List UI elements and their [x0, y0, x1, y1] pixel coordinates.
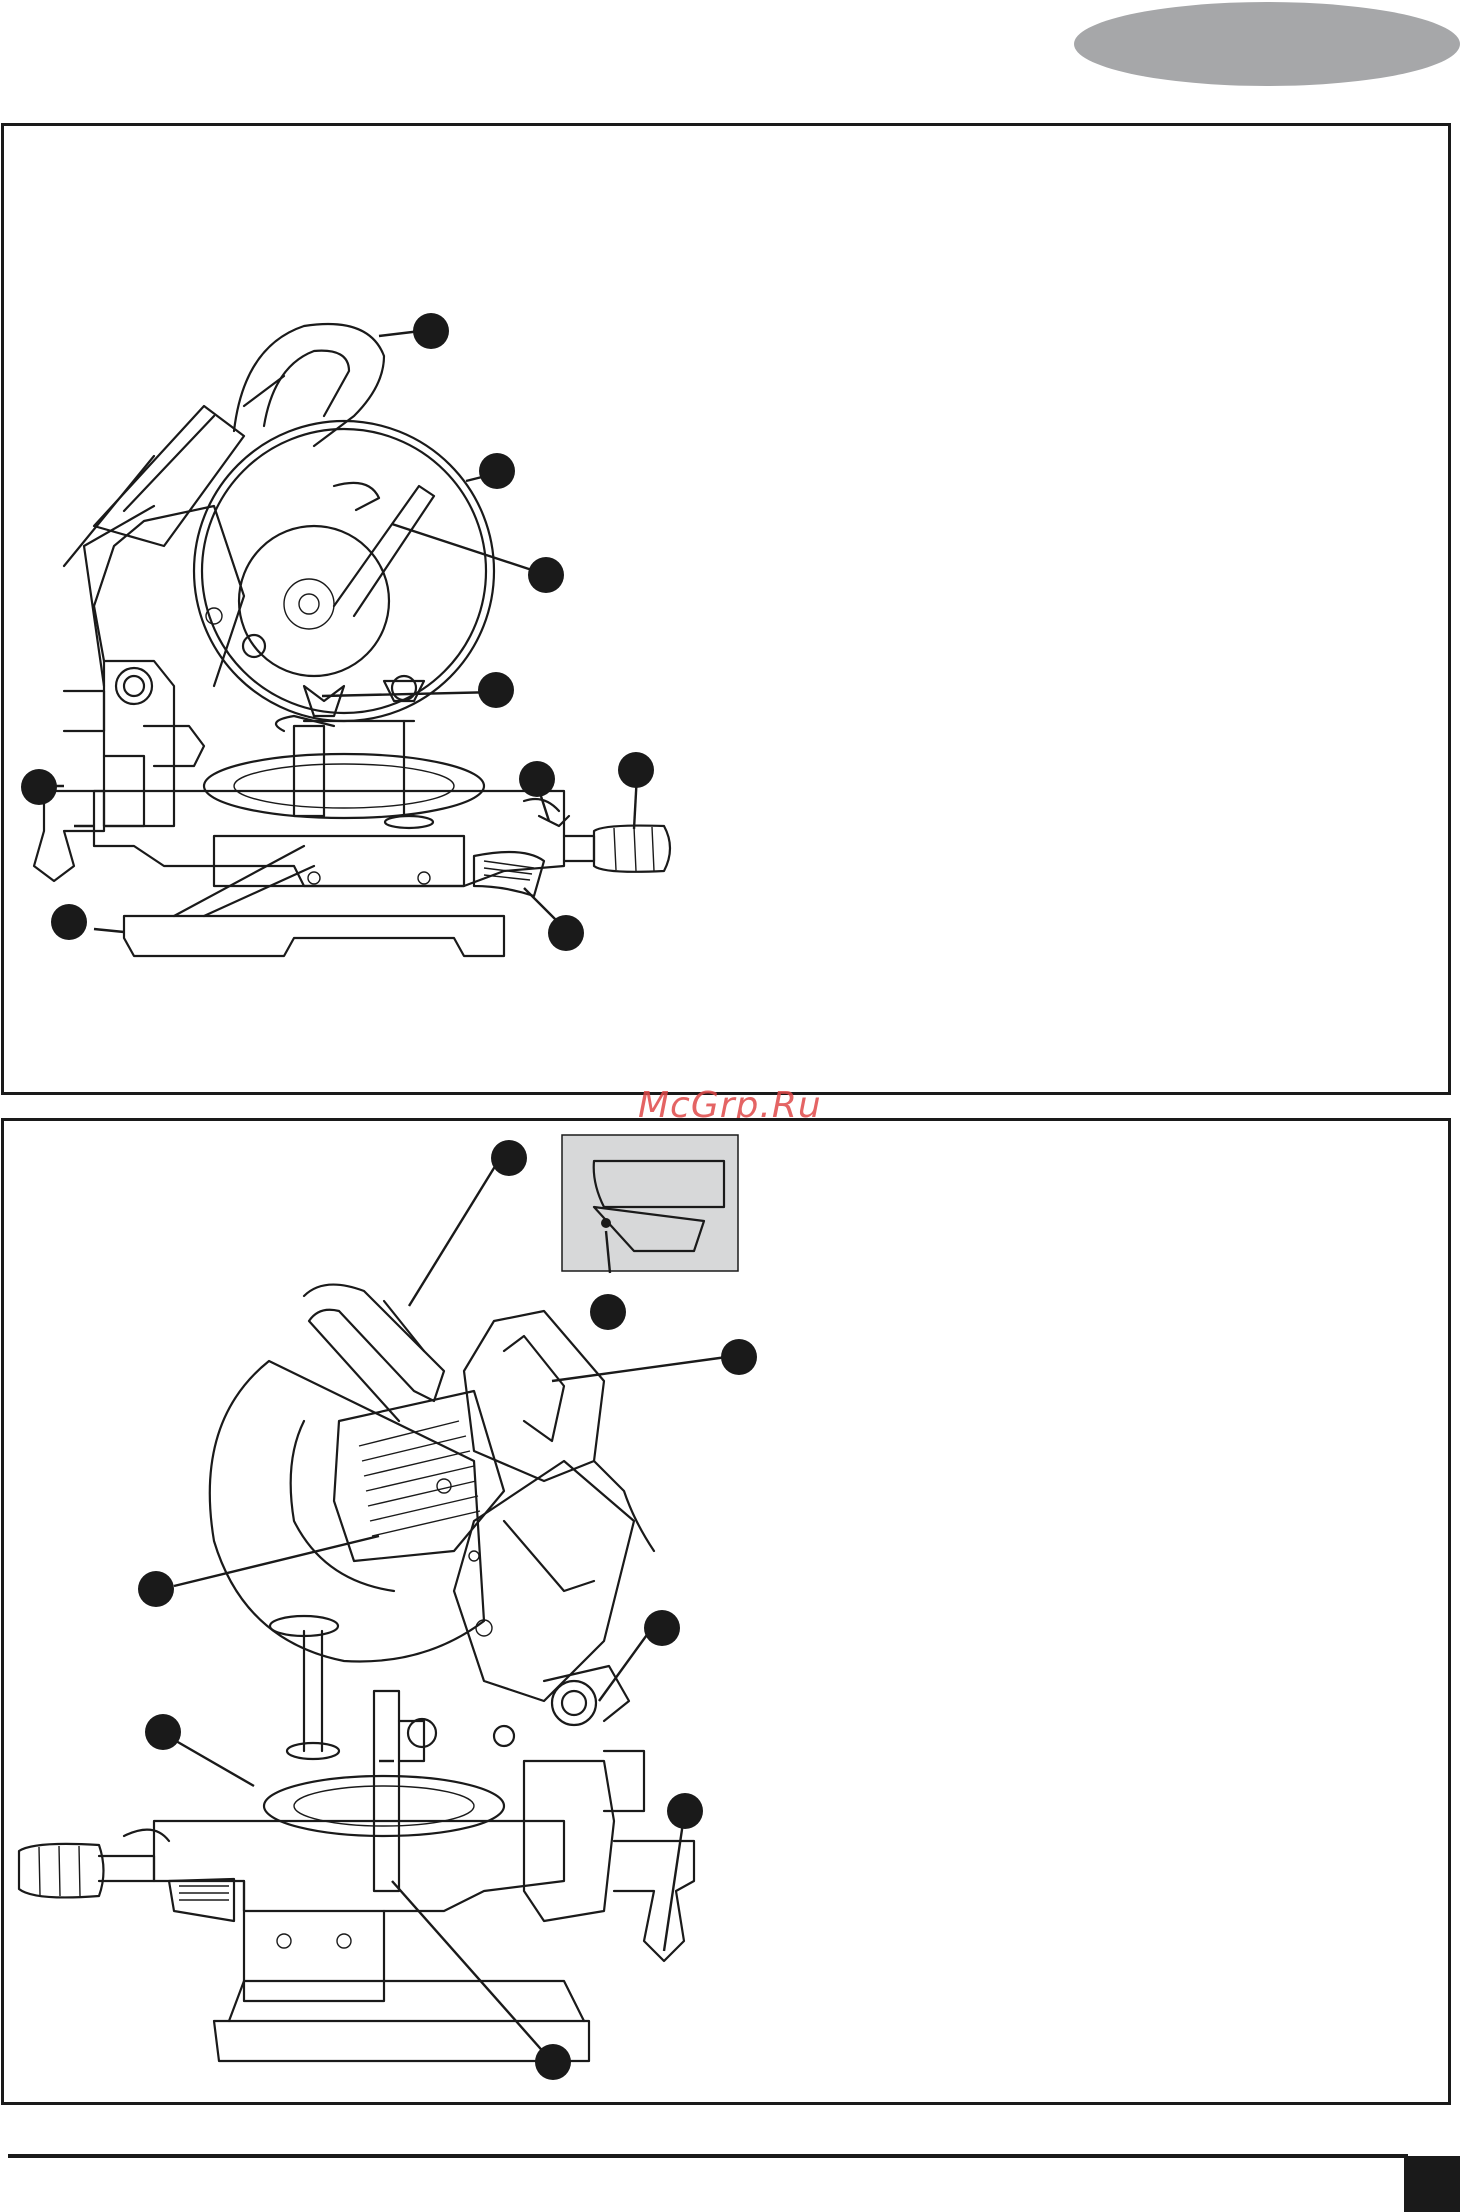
section-tab	[1074, 2, 1460, 86]
miter-saw-front-view-illustration	[4, 1121, 1448, 2102]
figure-1-panel	[1, 123, 1451, 1095]
page-number-box	[1404, 2156, 1460, 2212]
figure-2-panel	[1, 1118, 1451, 2105]
footer-rule	[8, 2154, 1408, 2158]
miter-saw-side-view-illustration	[4, 126, 1448, 1092]
